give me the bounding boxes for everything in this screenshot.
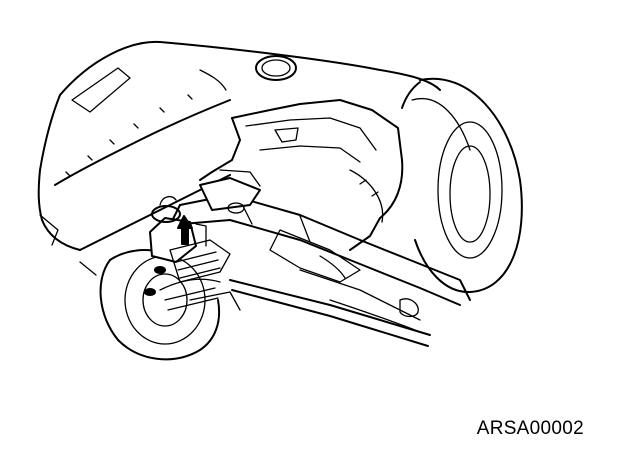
figure-code-label: ARSA00002	[476, 418, 584, 439]
splash-shield	[199, 99, 404, 251]
subframe	[169, 177, 471, 306]
right-tire	[401, 77, 523, 294]
strut-assembly	[149, 195, 241, 311]
front-bumper	[37, 40, 441, 251]
jack-point-arrow	[177, 215, 193, 245]
left-front-wheel	[99, 249, 220, 361]
exhaust-rod	[229, 269, 431, 347]
ground-line	[79, 261, 421, 333]
